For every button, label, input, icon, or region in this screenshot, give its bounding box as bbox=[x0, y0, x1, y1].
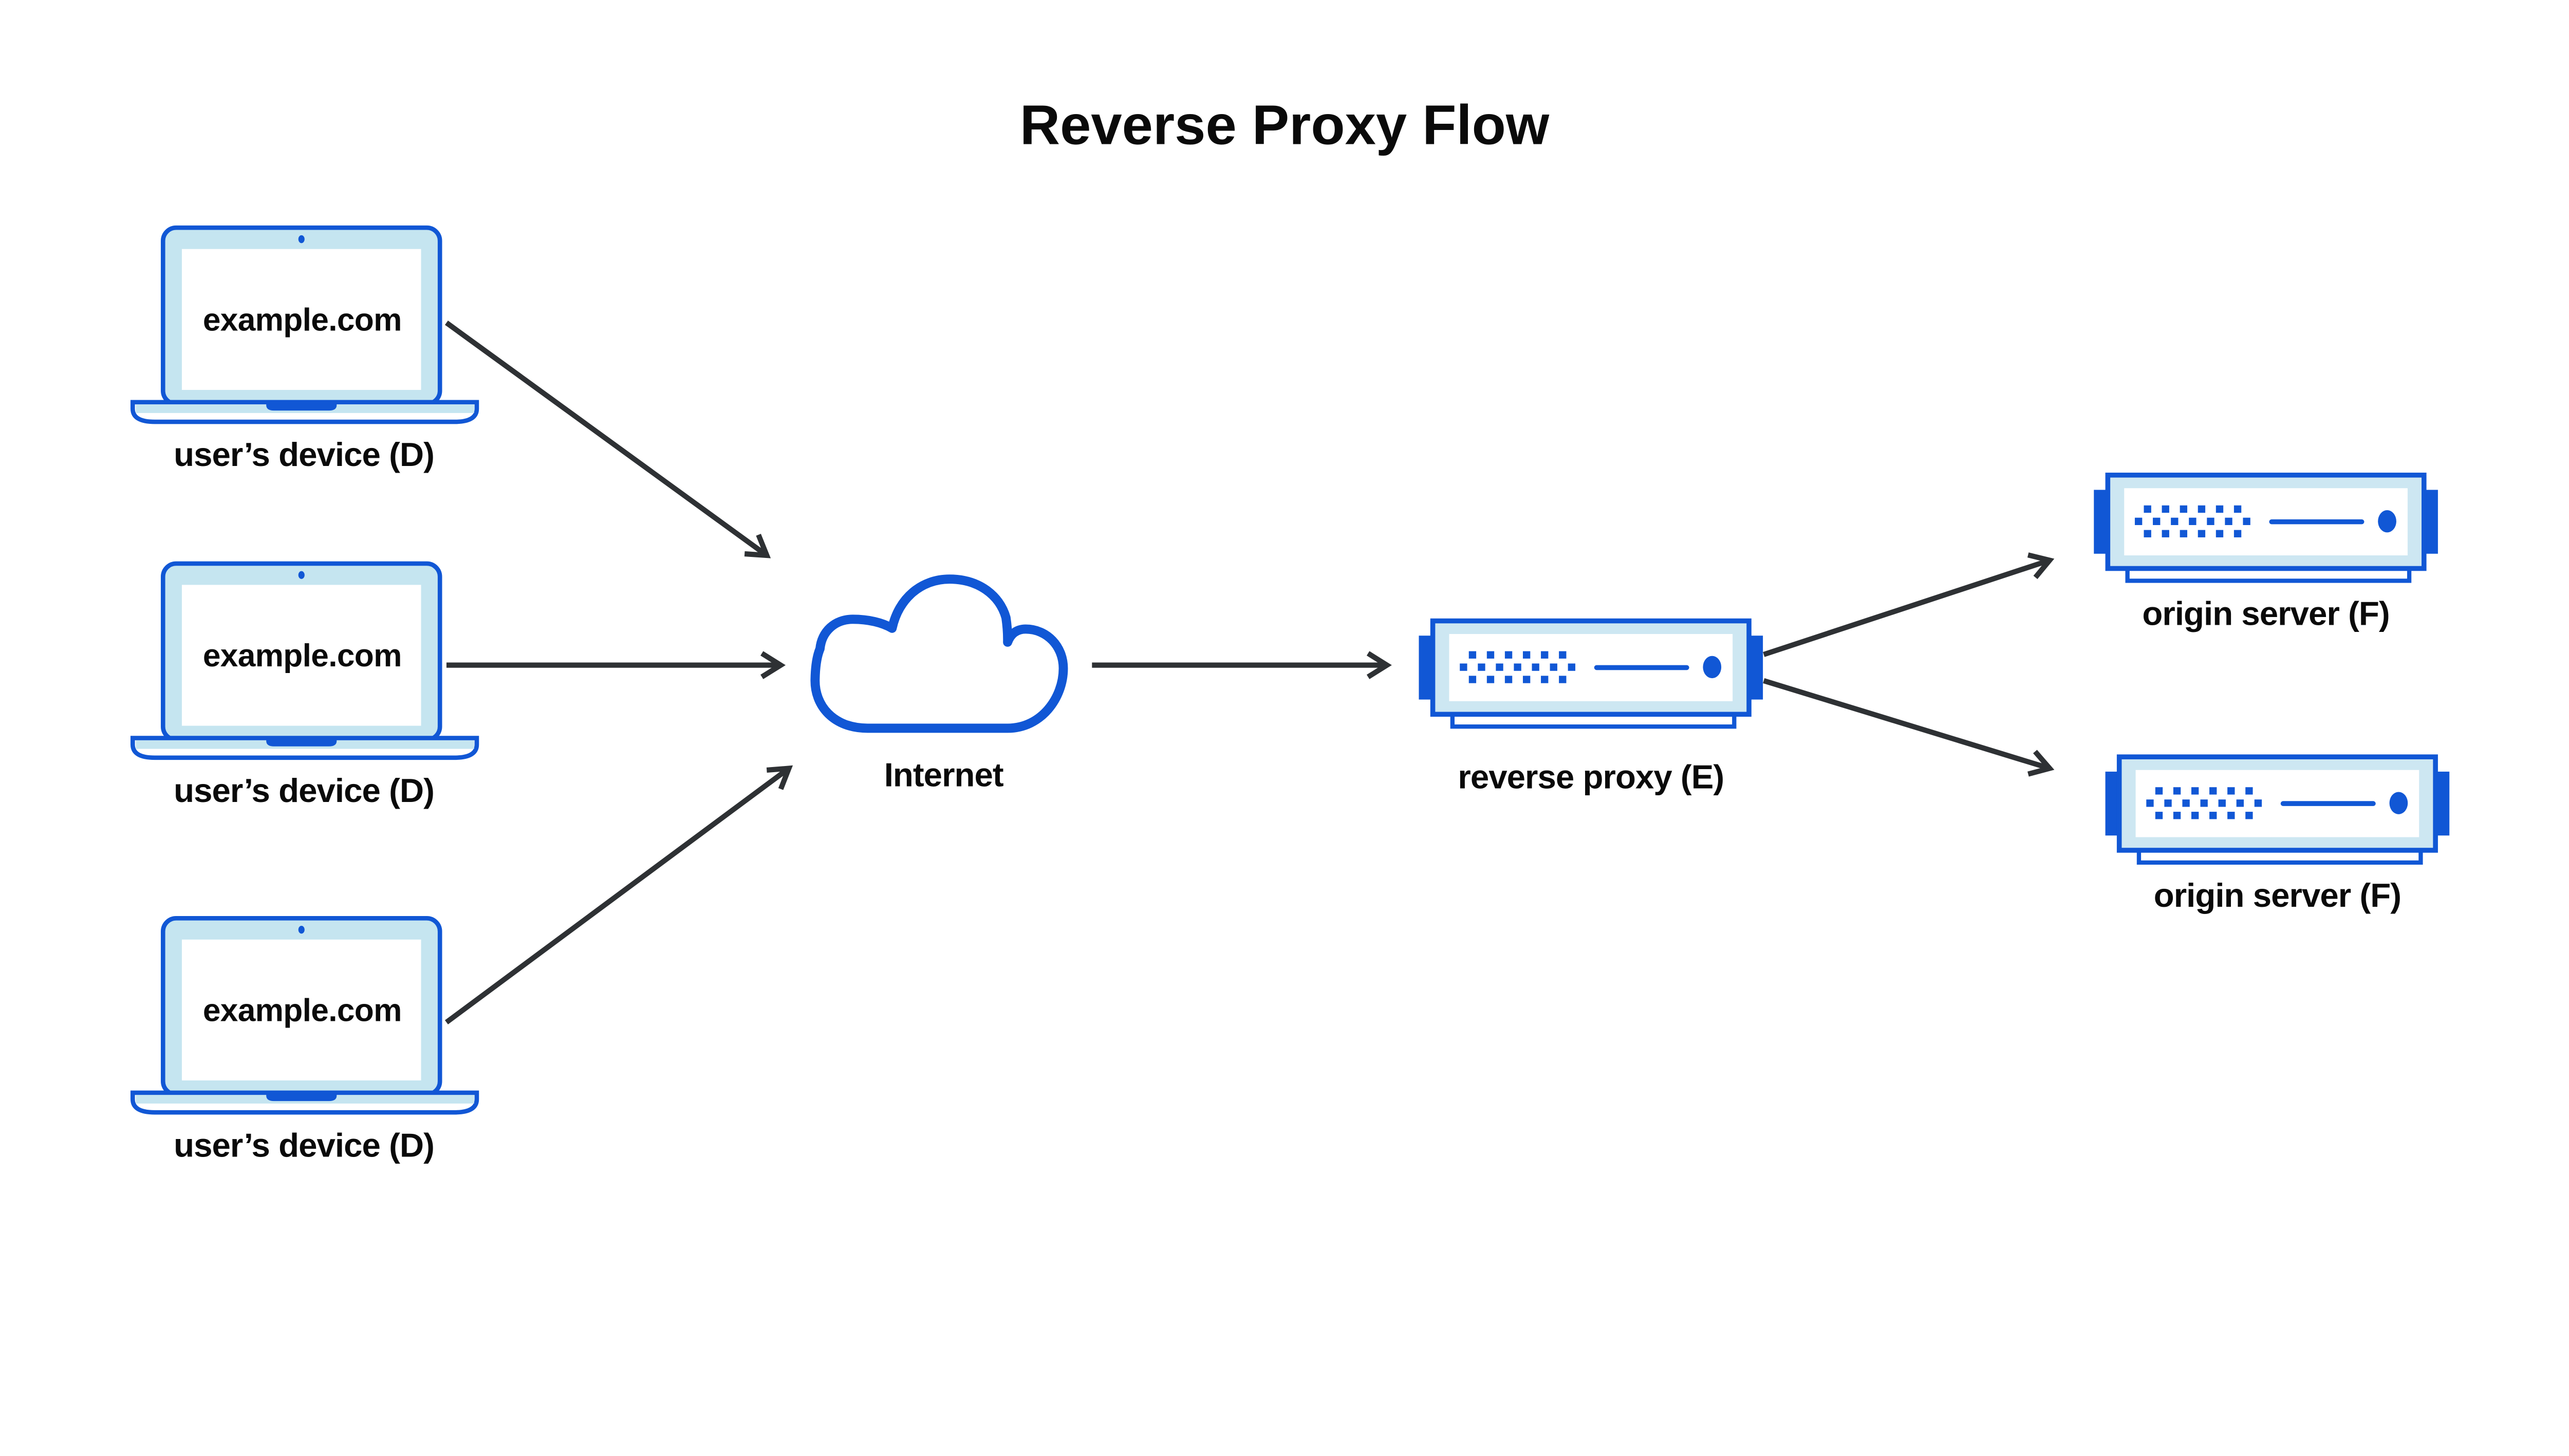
internet-label: Internet bbox=[884, 756, 1003, 794]
rack-server-icon bbox=[2106, 757, 2450, 863]
reverse-proxy-label: reverse proxy (E) bbox=[1458, 758, 1724, 796]
arrow-device3-to-internet bbox=[444, 765, 793, 1024]
internet-node: Internet bbox=[810, 574, 1068, 794]
diagram-stage: Reverse Proxy Flow example.com user’s de… bbox=[0, 94, 2569, 1164]
device-label: user’s device (D) bbox=[174, 772, 434, 809]
user-device-1: example.com user’s device (D) bbox=[133, 228, 477, 473]
device-screen-text: example.com bbox=[203, 638, 402, 674]
user-device-3: example.com user’s device (D) bbox=[133, 918, 477, 1164]
device-screen-text: example.com bbox=[203, 302, 402, 338]
reverse-proxy-node: reverse proxy (E) bbox=[1419, 621, 1763, 796]
rack-server-icon bbox=[1419, 621, 1763, 727]
origin-server-node-1: origin server (F) bbox=[2094, 475, 2438, 632]
flow-arrows bbox=[444, 321, 2055, 1024]
arrow-device1-to-internet bbox=[444, 321, 771, 558]
rack-server-icon bbox=[2094, 475, 2438, 581]
user-device-2: example.com user’s device (D) bbox=[133, 564, 477, 809]
arrow-proxy-to-origin1 bbox=[1763, 552, 2055, 657]
device-label: user’s device (D) bbox=[174, 1126, 434, 1164]
arrow-proxy-to-origin2 bbox=[1763, 678, 2055, 777]
origin-server-label: origin server (F) bbox=[2154, 876, 2401, 914]
cloud-icon bbox=[810, 574, 1068, 733]
origin-server-label: origin server (F) bbox=[2142, 595, 2389, 632]
device-label: user’s device (D) bbox=[174, 436, 434, 473]
diagram-title: Reverse Proxy Flow bbox=[1020, 94, 1550, 156]
reverse-proxy-flow-diagram: Reverse Proxy Flow example.com user’s de… bbox=[0, 94, 2569, 1164]
device-screen-text: example.com bbox=[203, 993, 402, 1029]
origin-server-node-2: origin server (F) bbox=[2106, 757, 2450, 914]
